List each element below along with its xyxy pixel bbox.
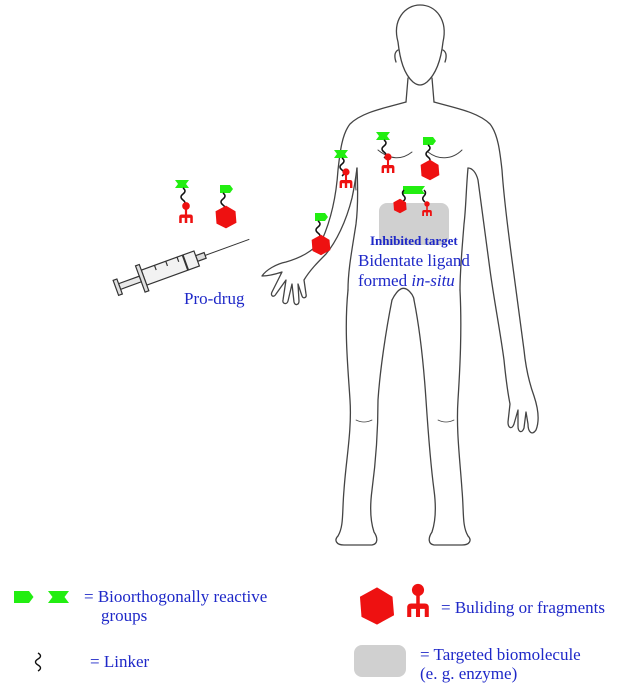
legend-biomolecule-line2: (e. g. enzyme) (420, 664, 581, 683)
prodrug-label: Pro-drug (184, 289, 244, 309)
prodrug-construct-fork (175, 180, 193, 223)
prodrug-construct-hex (216, 185, 237, 228)
chest-construct-left (376, 132, 394, 173)
legend-linker-label: = Linker (90, 652, 149, 671)
legend-fragments-label: = Buliding or fragments (441, 598, 605, 617)
legend-fragments (360, 584, 429, 625)
legend-reactive-groups (14, 591, 69, 603)
legend-reactive-line1: = Bioorthogonally reactive (84, 587, 267, 606)
legend-reactive-groups-label: = Bioorthogonally reactive groups (84, 587, 267, 625)
legend-biomolecule-line1: = Targeted biomolecule (420, 645, 581, 664)
legend-biomolecule-swatch (354, 645, 406, 677)
linker-icon (36, 653, 41, 671)
formed-insitu-label: formed in-situ (358, 271, 455, 291)
legend-reactive-line2: groups (84, 606, 267, 625)
chest-construct-right (421, 137, 440, 180)
legend-biomolecule-label: = Targeted biomolecule (e. g. enzyme) (420, 645, 581, 683)
inhibited-target-label: Inhibited target (370, 233, 458, 249)
arm-construct-lower (312, 213, 331, 255)
bidentate-ligand-label: Bidentate ligand (358, 251, 470, 271)
insitu-text: in-situ (411, 271, 454, 290)
formed-text: formed (358, 271, 411, 290)
